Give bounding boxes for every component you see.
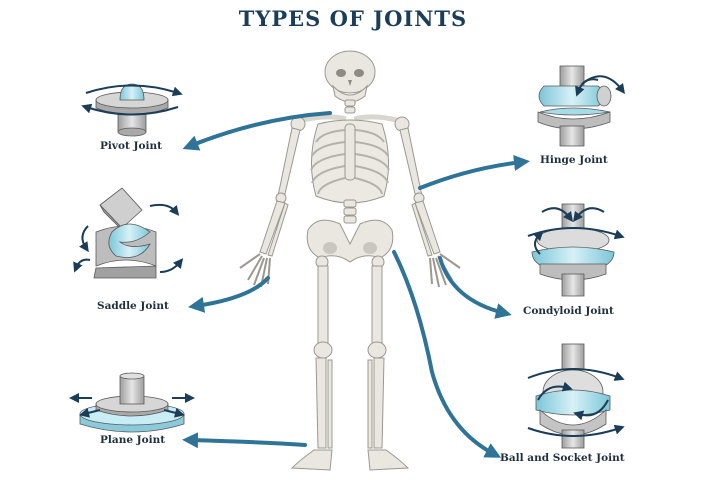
arrow-to-ball-socket — [392, 250, 502, 458]
hinge-joint-icon — [537, 65, 626, 147]
pivot-joint-icon — [81, 83, 183, 137]
arrow-to-saddle — [188, 276, 270, 313]
condyloid-joint-icon — [527, 203, 625, 297]
label-ball-socket-joint: Ball and Socket Joint — [500, 452, 625, 464]
ball-socket-joint-icon — [527, 343, 625, 449]
skeleton — [239, 50, 461, 471]
arrow-to-pivot — [182, 111, 332, 151]
page-title: TYPES OF JOINTS — [238, 6, 468, 31]
label-hinge-joint: Hinge Joint — [540, 154, 608, 166]
label-plane-joint: Plane Joint — [100, 434, 166, 446]
pointer-arrows — [182, 111, 530, 458]
plane-joint-icon — [69, 372, 195, 433]
arrow-to-condyloid — [438, 256, 512, 319]
arrow-to-plane — [182, 432, 307, 449]
label-saddle-joint: Saddle Joint — [97, 300, 169, 312]
label-condyloid-joint: Condyloid Joint — [523, 305, 614, 317]
label-pivot-joint: Pivot Joint — [100, 140, 162, 152]
arrow-to-hinge — [418, 154, 530, 190]
saddle-joint-icon — [73, 187, 184, 279]
